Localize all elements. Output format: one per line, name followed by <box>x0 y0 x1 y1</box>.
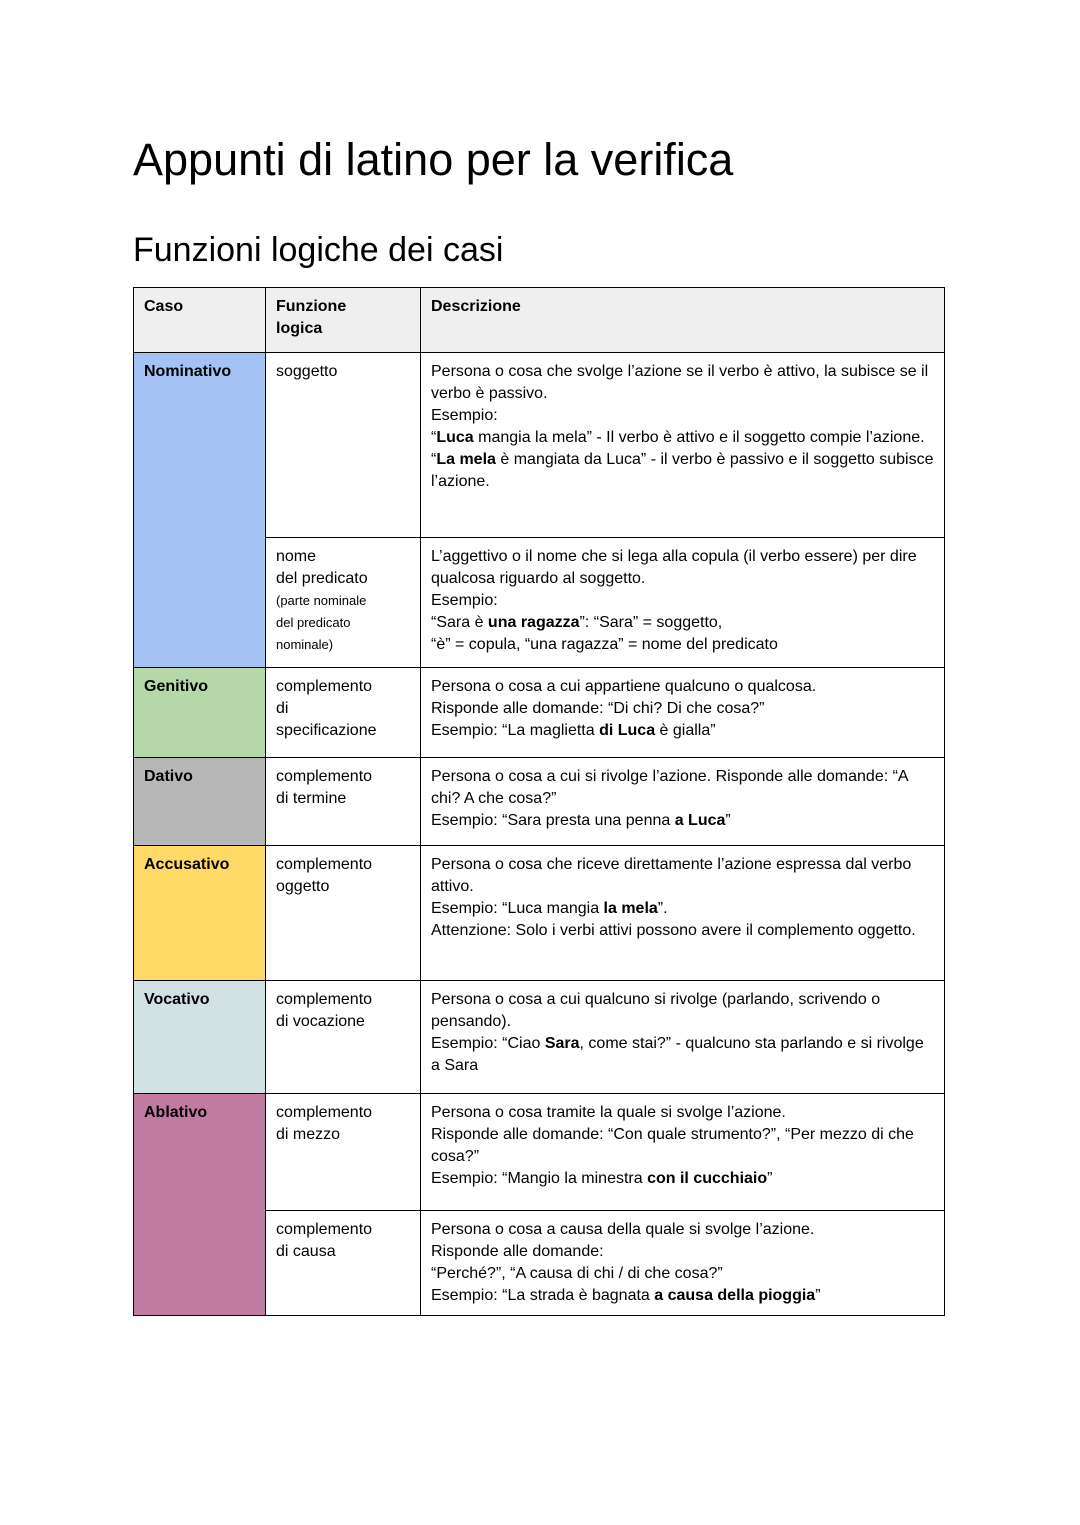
descrizione-cell-specificazione: Persona o cosa a cui appartiene qualcuno… <box>420 667 945 758</box>
cases-table: Caso Funzione logica Descrizione Nominat… <box>133 287 945 1316</box>
descrizione-cell-nome-del-predicato: L’aggettivo o il nome che si lega alla c… <box>420 537 945 668</box>
table-row-nominativo-soggetto: Nominativo soggetto Persona o cosa che s… <box>133 352 945 668</box>
descrizione-cell-mezzo: Persona o cosa tramite la quale si svolg… <box>420 1093 945 1211</box>
header-cell-descrizione: Descrizione <box>420 287 945 353</box>
descrizione-cell-soggetto: Persona o cosa che svolge l’azione se il… <box>420 352 945 538</box>
case-cell-genitivo: Genitivo <box>133 667 266 758</box>
case-cell-nominativo: Nominativo <box>133 352 266 668</box>
descrizione-cell-vocazione: Persona o cosa a cui qualcuno si rivolge… <box>420 980 945 1094</box>
descrizione-cell-causa: Persona o cosa a causa della quale si sv… <box>420 1210 945 1316</box>
case-cell-vocativo: Vocativo <box>133 980 266 1094</box>
funzione-cell-soggetto: soggetto <box>265 352 421 538</box>
page-title: Appunti di latino per la verifica <box>133 134 734 185</box>
header-cell-caso: Caso <box>133 287 266 353</box>
section-heading: Funzioni logiche dei casi <box>133 231 504 269</box>
case-cell-accusativo: Accusativo <box>133 845 266 981</box>
descrizione-cell-oggetto: Persona o cosa che riceve direttamente l… <box>420 845 945 981</box>
descrizione-cell-termine: Persona o cosa a cui si rivolge l’azione… <box>420 757 945 846</box>
case-cell-ablativo: Ablativo <box>133 1093 266 1316</box>
case-cell-dativo: Dativo <box>133 757 266 846</box>
table-header-row: Caso Funzione logica Descrizione <box>133 287 945 353</box>
header-cell-funzione-logica: Funzione logica <box>265 287 421 353</box>
